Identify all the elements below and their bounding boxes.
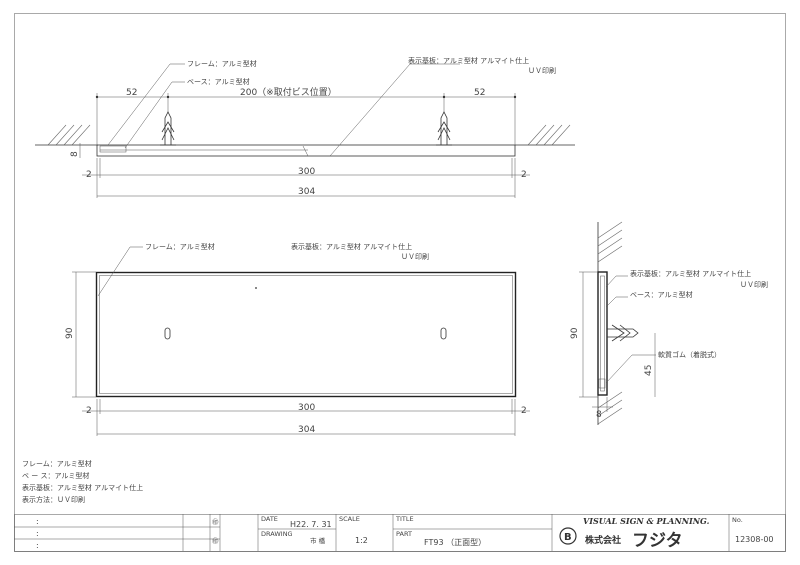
- spec-notes: フレーム：アルミ型材 ベ ー ス：アルミ型材 表示基板：アルミ型材 アルマイト仕…: [22, 459, 143, 504]
- front-panel-leader-dot: [255, 287, 257, 289]
- note-line: フレーム：アルミ型材: [22, 459, 92, 468]
- side-panel-label: 表示基板：アルミ型材 アルマイト仕上: [630, 269, 751, 278]
- front-dim-inner: 300: [298, 403, 315, 413]
- note-line: ベ ー ス：アルミ型材: [22, 471, 89, 480]
- company-name: フジタ: [632, 531, 683, 551]
- front-dim-height: 90: [65, 327, 75, 339]
- dim-total: 304: [298, 187, 315, 197]
- title-block-frame: [14, 514, 786, 552]
- front-sign-panel: [99, 275, 513, 394]
- side-print-label: ＵＶ印刷: [740, 281, 768, 289]
- top-panel-label: 表示基板：アルミ型材 アルマイト仕上: [408, 56, 529, 65]
- title-block: : : : ㊞ ㊞ DATE H22. 7. 31 DRAWING 市 橋 SC…: [14, 514, 786, 552]
- title-label: TITLE: [395, 515, 414, 523]
- note-line: 表示基板：アルミ型材 アルマイト仕上: [22, 483, 143, 492]
- date-label: DATE: [261, 515, 278, 523]
- drawing-no-label: No.: [732, 516, 743, 524]
- dim-top-tick-3: [442, 95, 446, 99]
- side-dim-45: 45: [644, 365, 654, 376]
- front-screw-right-icon: [440, 327, 447, 340]
- rev-colon: :: [36, 517, 39, 526]
- dim-top-tick-1: [95, 95, 99, 99]
- logo-letter: B: [564, 532, 572, 543]
- dim-top-left: 52: [126, 88, 137, 98]
- side-view: 表示基板：アルミ型材 アルマイト仕上 ＵＶ印刷 ベース：アルミ型材 軟質ゴム（着…: [570, 221, 768, 425]
- leader-side-panel: [605, 275, 628, 288]
- drawing-label: DRAWING: [261, 530, 293, 538]
- scale-label: SCALE: [339, 515, 360, 523]
- top-frame-end: [302, 145, 309, 157]
- part-value: FT93 （正面型）: [424, 538, 486, 547]
- dim-top-center: 200（※取付ビス位置）: [240, 86, 337, 98]
- wall-hatch-left: [47, 124, 91, 146]
- leader-side-base: [605, 296, 628, 308]
- side-dim-depth: 8: [596, 410, 602, 420]
- side-sign-body: [597, 271, 608, 396]
- dim-mid-inner: 300: [298, 167, 315, 177]
- note-line: 表示方法：ＵＶ印刷: [22, 495, 85, 504]
- dim-top-tick-4: [513, 95, 517, 99]
- stamp-mark: ㊞: [212, 537, 219, 545]
- side-sign-inner: [600, 275, 605, 392]
- front-dim-edge-right: 2: [521, 406, 527, 416]
- drawing-no-value: 12308-00: [735, 535, 774, 544]
- front-panel-label: 表示基板：アルミ型材 アルマイト仕上: [291, 242, 412, 251]
- dim-top-right: 52: [474, 88, 485, 98]
- side-anchor-plug-icon: [607, 324, 639, 342]
- side-wall-hatch-bottom: [597, 391, 623, 425]
- anchor-plug-left-icon: [160, 111, 176, 146]
- company-kind: 株式会社: [585, 534, 621, 546]
- scale-value: 1:2: [355, 536, 368, 545]
- front-print-label: ＵＶ印刷: [401, 253, 429, 261]
- part-label: PART: [396, 530, 412, 538]
- top-frame-label: フレーム：アルミ型材: [187, 59, 257, 68]
- dim-top-tick-2: [166, 95, 170, 99]
- leader-front-frame: [97, 246, 143, 297]
- leader-top-frame: [107, 63, 185, 146]
- front-dim-total: 304: [298, 425, 315, 435]
- top-frame-left: [99, 145, 127, 153]
- leader-top-panel: [329, 63, 460, 157]
- front-frame-label: フレーム：アルミ型材: [145, 242, 215, 251]
- date-value: H22. 7. 31: [290, 520, 332, 529]
- top-view: フレーム：アルミ型材 ベース：アルミ型材 表示基板：アルミ型材 アルマイト仕上 …: [35, 56, 575, 198]
- top-sign-body: [96, 144, 516, 157]
- front-dim-edge-left: 2: [86, 406, 92, 416]
- company-english-name: VISUAL SIGN & PLANNING.: [583, 516, 710, 526]
- leader-top-base: [124, 81, 185, 149]
- anchor-plug-right-icon: [436, 111, 452, 146]
- dim-mid-edge-left: 2: [86, 170, 92, 180]
- front-view: フレーム：アルミ型材 表示基板：アルミ型材 アルマイト仕上 ＵＶ印刷 90 2 …: [65, 242, 530, 436]
- side-base-label: ベース：アルミ型材: [630, 290, 693, 299]
- wall-hatch-right: [527, 124, 571, 146]
- side-rubber-label: 軟質ゴム（着脱式）: [658, 350, 721, 359]
- rev-colon: :: [36, 541, 39, 550]
- top-print-label: ＵＶ印刷: [528, 67, 556, 75]
- dim-mid-edge-right: 2: [521, 170, 527, 180]
- rev-colon: :: [36, 529, 39, 538]
- dim-thickness: 8: [70, 151, 80, 157]
- drawing-value: 市 橋: [310, 536, 326, 545]
- leader-side-rubber: [605, 354, 656, 384]
- top-base-label: ベース：アルミ型材: [187, 77, 250, 86]
- side-wall-hatch-top: [597, 221, 623, 263]
- front-screw-left-icon: [164, 327, 171, 340]
- side-dim-height: 90: [570, 327, 580, 339]
- front-sign-frame: [95, 271, 517, 398]
- company-logo-icon: B: [559, 527, 577, 545]
- side-rubber-block: [598, 378, 606, 389]
- stamp-mark: ㊞: [212, 518, 219, 526]
